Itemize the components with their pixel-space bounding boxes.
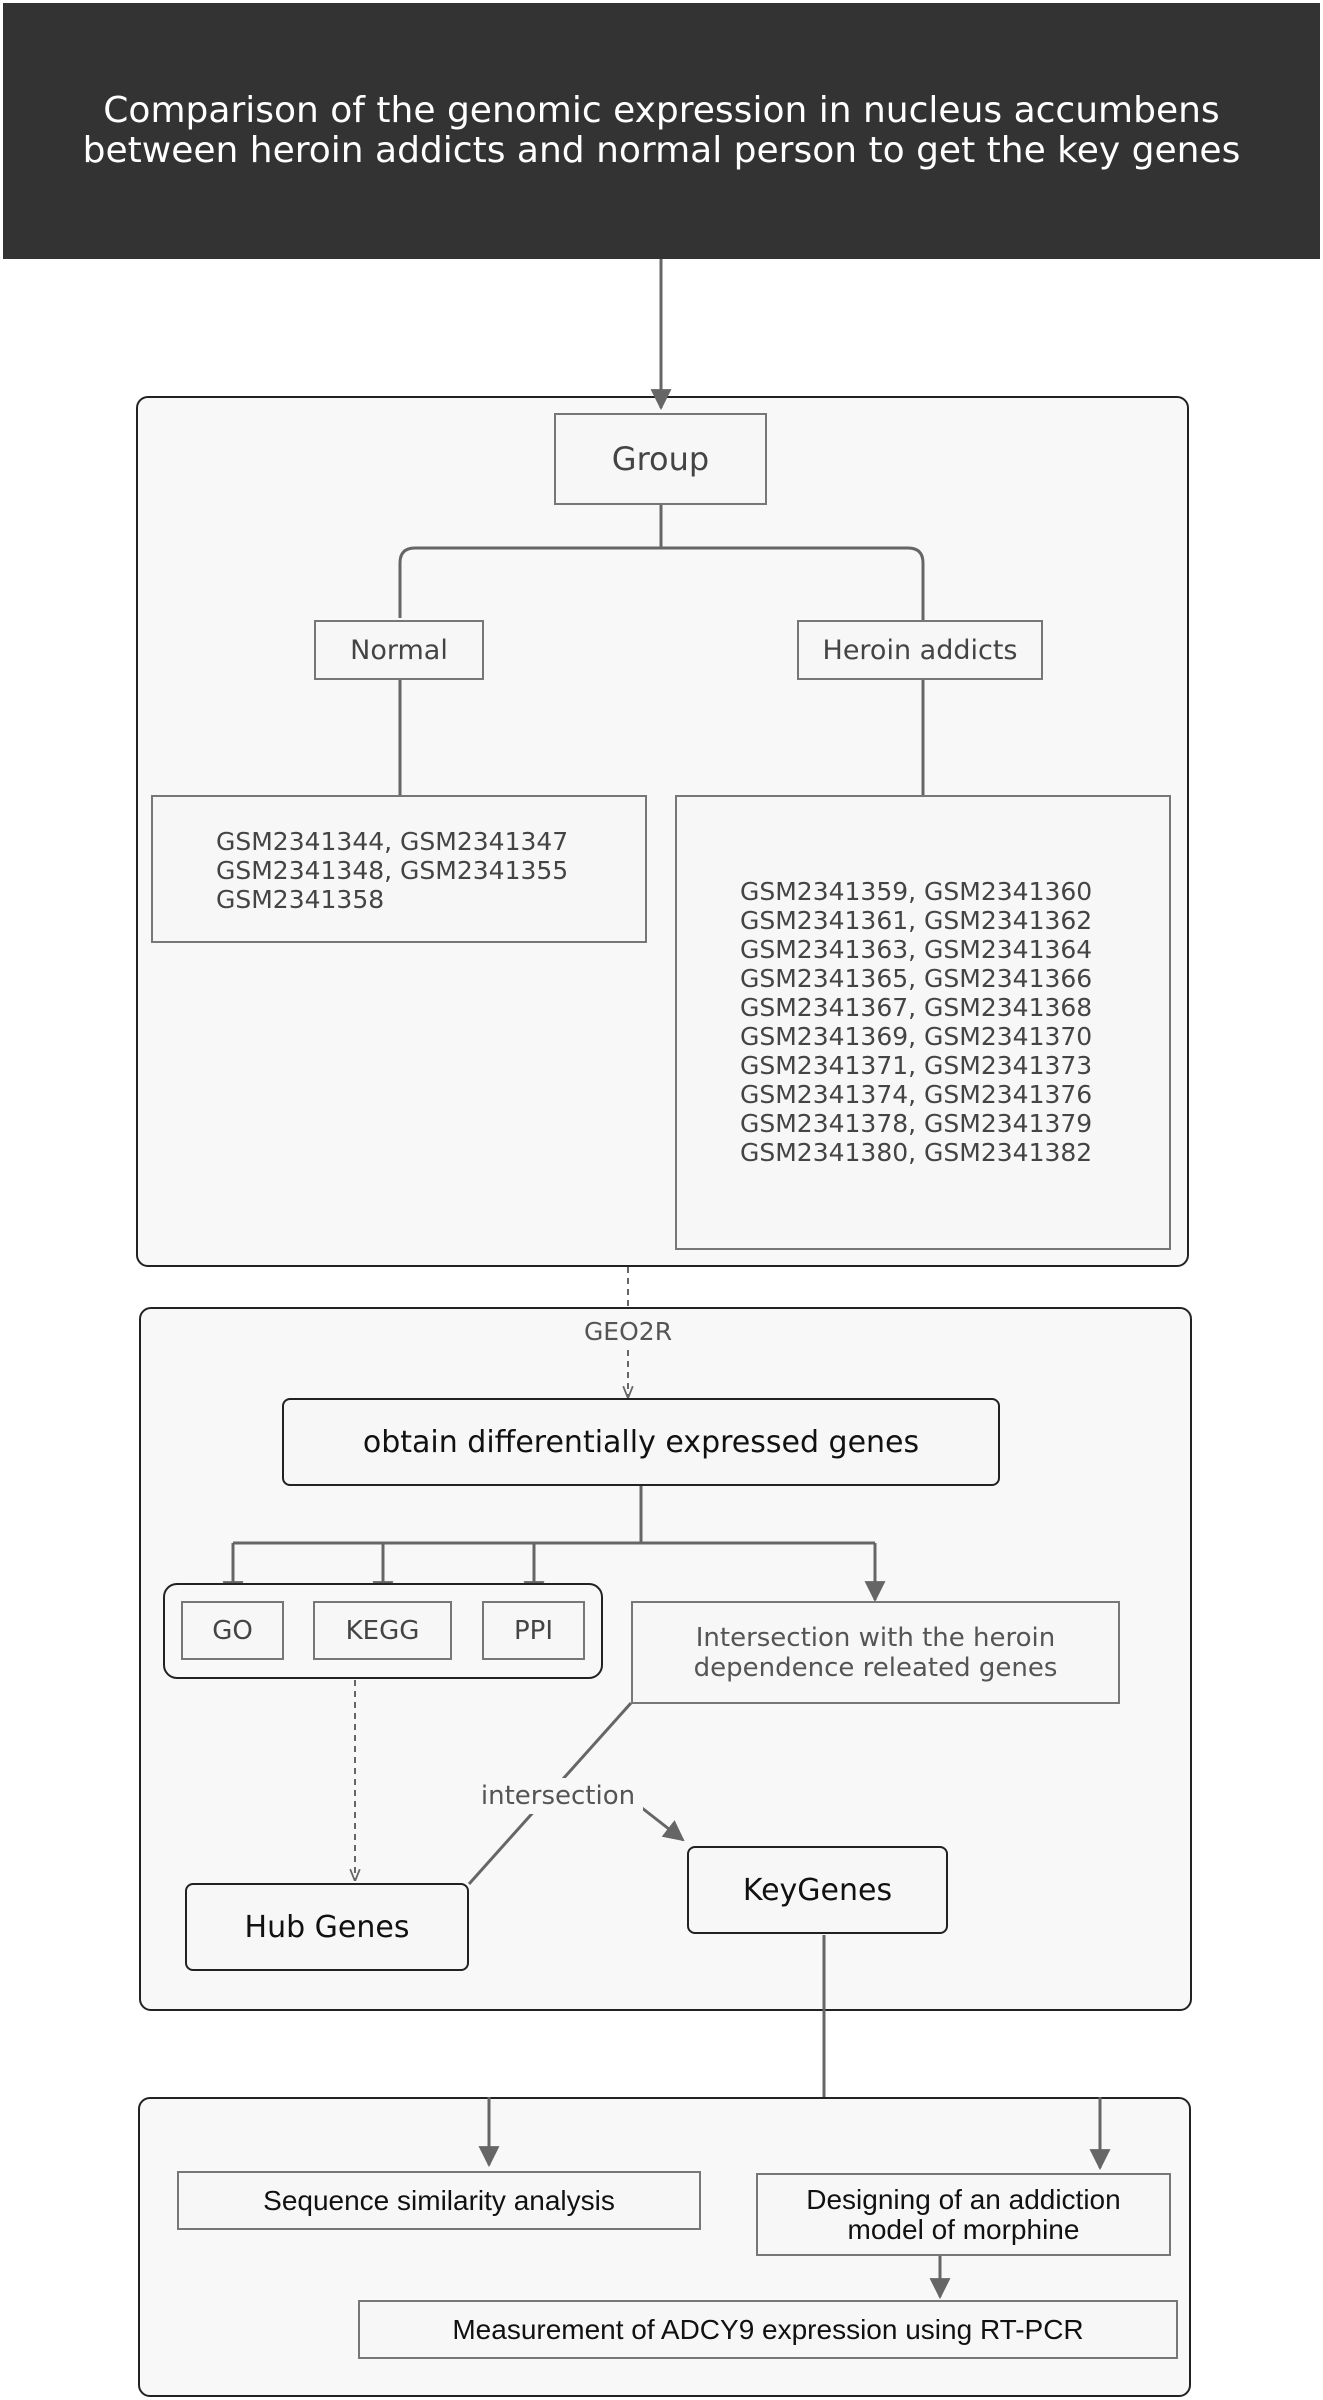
group-box: Group [554, 413, 767, 505]
geo2r-label: GEO2R [583, 1317, 673, 1346]
measurement-label: Measurement of ADCY9 expression using RT… [452, 2313, 1084, 2345]
deg-label: obtain differentially expressed genes [362, 1424, 920, 1460]
key-genes-label: KeyGenes [742, 1872, 893, 1908]
normal-samples-box: GSM2341344, GSM2341347 GSM2341348, GSM23… [151, 795, 647, 943]
hub-genes-box: Hub Genes [185, 1883, 469, 1971]
addiction-model-label: Designing of an addiction model of morph… [806, 2183, 1121, 2245]
ppi-label: PPI [513, 1615, 554, 1646]
deg-box: obtain differentially expressed genes [282, 1398, 1000, 1486]
sequence-analysis-box: Sequence similarity analysis [177, 2171, 701, 2230]
group-label: Group [611, 440, 710, 478]
normal-box: Normal [314, 620, 484, 680]
normal-samples-list: GSM2341344, GSM2341347 GSM2341348, GSM23… [216, 827, 569, 914]
normal-label: Normal [350, 634, 448, 666]
heroin-addicts-box: Heroin addicts [797, 620, 1043, 680]
measurement-box: Measurement of ADCY9 expression using RT… [358, 2300, 1178, 2359]
hub-genes-label: Hub Genes [244, 1909, 410, 1945]
heroin-samples-box: GSM2341359, GSM2341360 GSM2341361, GSM23… [675, 795, 1171, 1250]
sequence-analysis-label: Sequence similarity analysis [263, 2184, 615, 2216]
heroin-samples-list: GSM2341359, GSM2341360 GSM2341361, GSM23… [740, 877, 1093, 1167]
intersection-box-label: Intersection with the heroin dependence … [693, 1622, 1058, 1683]
intersection-label: intersection [473, 1778, 643, 1814]
header-banner: Comparison of the genomic expression in … [3, 3, 1320, 259]
key-genes-box: KeyGenes [687, 1846, 948, 1934]
kegg-label: KEGG [345, 1615, 420, 1646]
ppi-box: PPI [482, 1601, 585, 1660]
kegg-box: KEGG [313, 1601, 452, 1660]
go-label: GO [212, 1615, 253, 1646]
intersection-box: Intersection with the heroin dependence … [631, 1601, 1120, 1704]
addiction-model-box: Designing of an addiction model of morph… [756, 2173, 1171, 2256]
go-box: GO [181, 1601, 284, 1660]
page-title: Comparison of the genomic expression in … [82, 89, 1241, 171]
heroin-addicts-label: Heroin addicts [822, 634, 1018, 666]
